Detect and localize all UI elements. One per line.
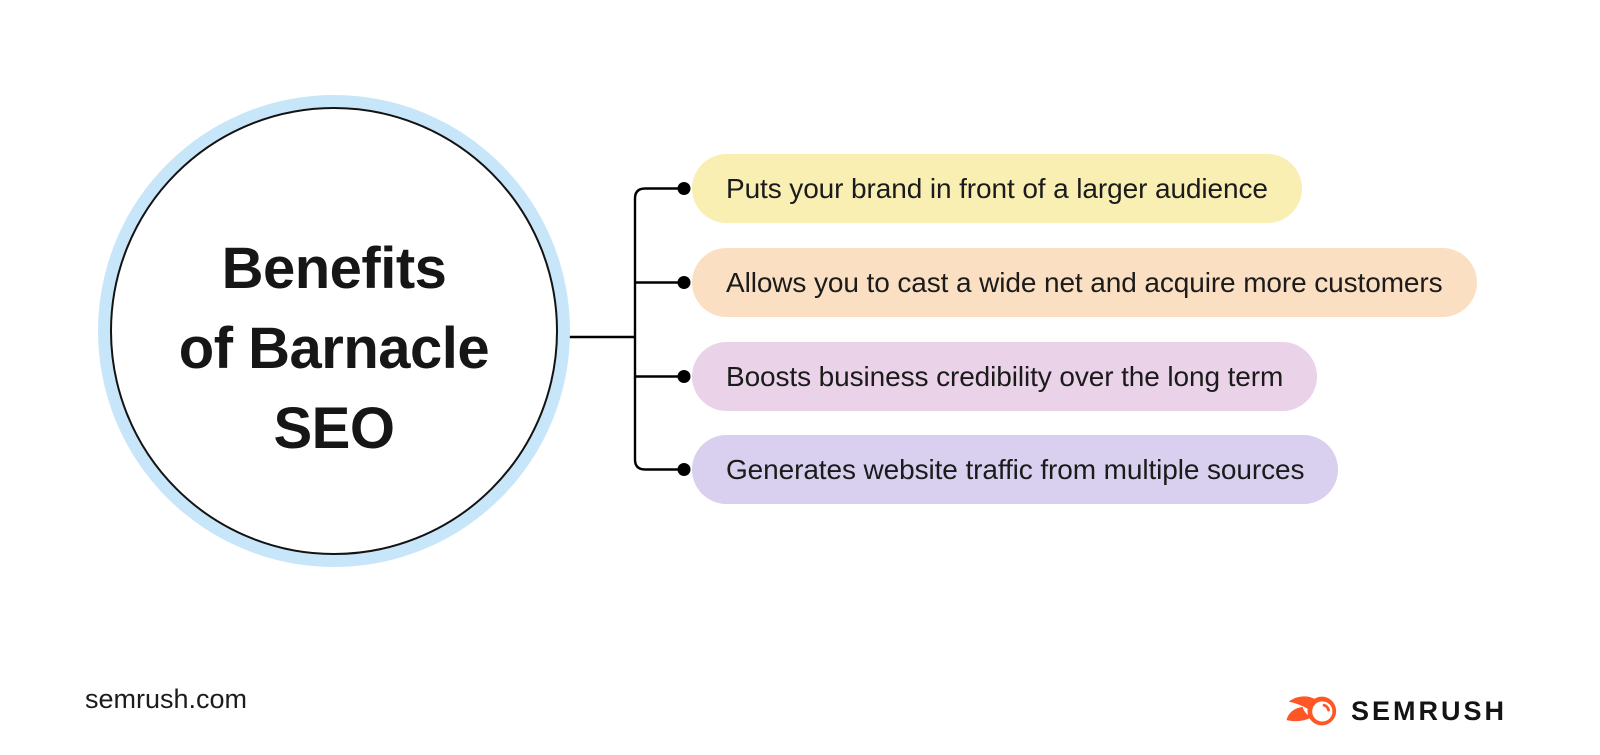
benefit-pill-traffic: Generates website traffic from multiple … — [692, 435, 1339, 504]
site-url-label: semrush.com — [85, 684, 248, 714]
central-node-halo: Benefits of Barnacle SEO — [98, 95, 570, 567]
title-line: Benefits — [221, 236, 447, 301]
title-line: of Barnacle — [178, 316, 490, 381]
semrush-wordmark: SEMRUSH — [1351, 695, 1508, 726]
benefit-pill-audience: Puts your brand in front of a larger aud… — [692, 154, 1302, 223]
benefit-label: Generates website traffic from multiple … — [726, 453, 1305, 485]
junction-dot — [677, 182, 691, 195]
benefit-label: Boosts business credibility over the lon… — [726, 360, 1284, 392]
semrush-fireball-icon — [1286, 696, 1337, 726]
junction-dot — [677, 276, 691, 289]
title-line: SEO — [273, 396, 395, 461]
junction-dot — [677, 370, 691, 383]
semrush-logo: SEMRUSH — [1284, 692, 1507, 730]
central-node-title: Benefits of Barnacle SEO — [178, 229, 490, 469]
central-node-circle: Benefits of Barnacle SEO — [110, 107, 558, 555]
junction-dot — [677, 463, 691, 476]
benefit-pill-credibility: Boosts business credibility over the lon… — [692, 342, 1318, 411]
benefit-label: Allows you to cast a wide net and acquir… — [726, 266, 1443, 298]
benefit-label: Puts your brand in front of a larger aud… — [726, 172, 1268, 204]
benefit-pill-customers: Allows you to cast a wide net and acquir… — [692, 248, 1477, 317]
